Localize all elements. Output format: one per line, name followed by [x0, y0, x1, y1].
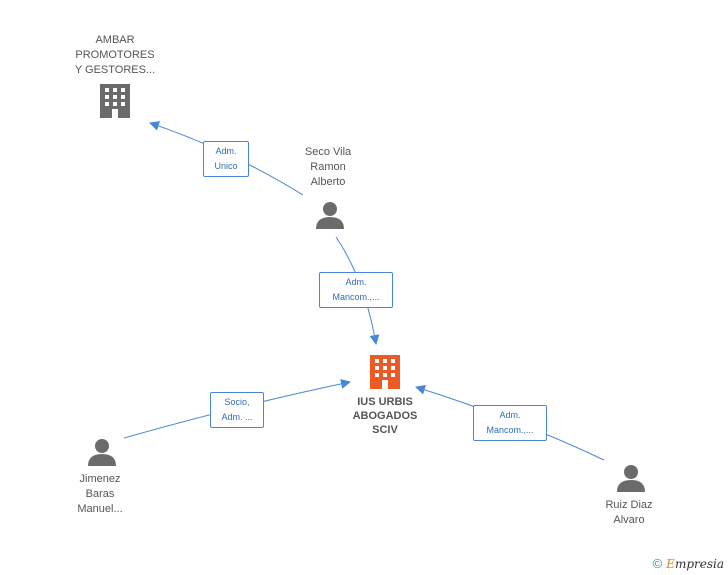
building-icon	[370, 355, 400, 389]
footer-brand: © Empresia	[653, 556, 724, 571]
node-label-ambar[interactable]: AMBAR PROMOTORES Y GESTORES...	[74, 34, 156, 76]
node-label-ius[interactable]: IUS URBIS ABOGADOS SCIV	[352, 396, 418, 436]
node-label-ruiz[interactable]: Ruiz Diaz Alvaro	[605, 499, 653, 526]
edge-label-jimenez-ius[interactable]: Socio, Adm. ...	[210, 392, 264, 428]
node-label-seco[interactable]: Seco Vila Ramon Alberto	[304, 146, 352, 188]
building-icon	[100, 84, 130, 118]
edge-label-seco-ambar[interactable]: Adm. Unico	[203, 141, 249, 177]
brand-logo[interactable]: Empresia	[666, 556, 724, 571]
edge-label-ruiz-ius[interactable]: Adm. Mancom.,...	[473, 405, 547, 441]
node-label-jimenez[interactable]: Jimenez Baras Manuel...	[77, 473, 123, 515]
person-icon	[316, 202, 344, 229]
person-icon	[88, 439, 116, 466]
edge-label-seco-ius[interactable]: Adm. Mancom.,...	[319, 272, 393, 308]
copyright-icon: ©	[652, 556, 663, 571]
person-icon	[617, 465, 645, 492]
